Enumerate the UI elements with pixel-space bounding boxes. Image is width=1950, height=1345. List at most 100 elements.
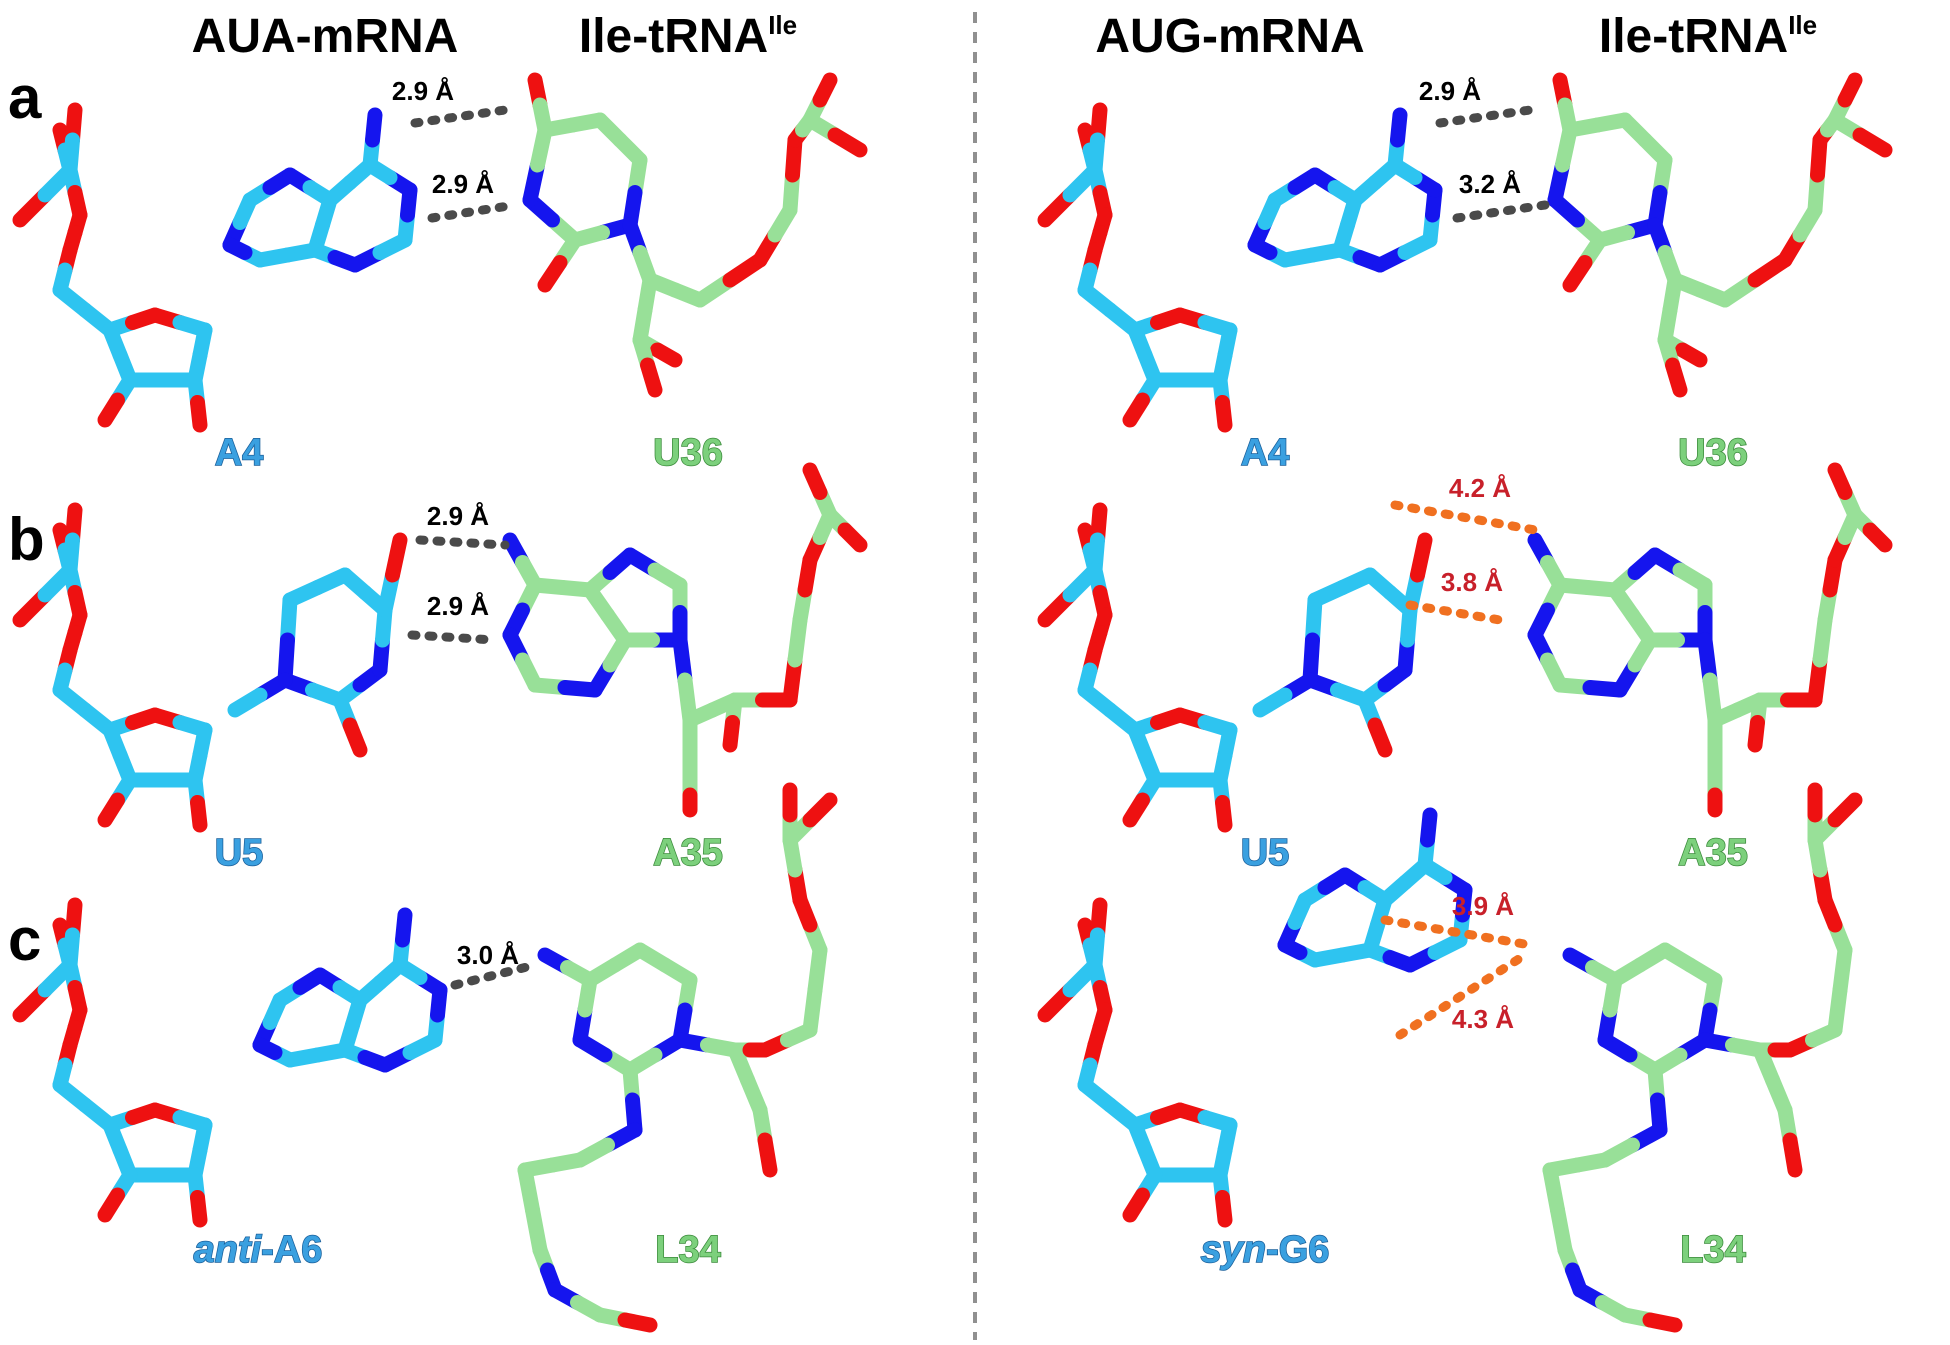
panel-letter-a: a: [8, 64, 42, 131]
bond-segment: [527, 577, 570, 595]
header-right-trna-sup: Ile: [1788, 10, 1817, 40]
residue-c-left-mrna: anti-A6: [194, 1229, 323, 1271]
header-left-trna: Ile-tRNAIle: [579, 10, 797, 63]
bond-segment: [352, 975, 388, 1008]
bond-segment: [1127, 322, 1153, 363]
bond-segment: [1377, 875, 1413, 908]
mrna-u5-backbone: [12, 502, 213, 833]
panel-letter-b: b: [8, 506, 45, 573]
bond-segment: [252, 1037, 283, 1060]
bond-segment: [190, 795, 208, 833]
bond-segment: [1675, 342, 1708, 368]
residue-a-left-trna: U36: [653, 432, 723, 474]
bond-segment: [1127, 722, 1153, 763]
bond-segment: [1215, 395, 1233, 433]
hbond-b-right-1: [1390, 500, 1540, 535]
bond-segment: [385, 532, 408, 583]
mrna-a4-backbone: [1037, 102, 1238, 433]
hbond-b-right-2: [1405, 600, 1505, 625]
panel-letter-c: c: [8, 906, 41, 973]
bond-segment: [837, 522, 868, 553]
bond-segment: [97, 1187, 125, 1223]
bond-segment: [1367, 717, 1393, 758]
bond-segment: [190, 395, 208, 433]
distance-b-right-1: 4.2 Å: [1449, 473, 1511, 503]
residue-c-left-mrna-prefix: anti: [194, 1229, 263, 1271]
mrna-a4-base: [222, 107, 418, 273]
distance-a-right-2: 3.2 Å: [1459, 169, 1521, 199]
bond-segment: [617, 1312, 658, 1333]
trna-a35: [1527, 462, 1893, 818]
residue-a-left-mrna: A4: [215, 432, 264, 474]
residue-c-left-mrna-suffix: -A6: [261, 1229, 322, 1271]
mrna-6-backbone: [1037, 897, 1238, 1228]
hbond-b-left-2: [407, 630, 500, 645]
bond-segment: [1347, 175, 1383, 208]
bond-segment: [1827, 462, 1853, 500]
bond-segment: [1277, 937, 1308, 960]
bond-segment: [802, 462, 828, 500]
bond-segment: [342, 717, 368, 758]
bond-segment: [1562, 255, 1593, 293]
residue-c-right-trna: L34: [1680, 1229, 1745, 1271]
bond-segment: [1555, 122, 1578, 173]
hbond-b-left-1: [415, 535, 510, 550]
header-right-trna-text: Ile-tRNA: [1599, 10, 1788, 63]
bond-segment: [1410, 532, 1433, 583]
trna-u36-bonds: [1547, 72, 1893, 398]
bond-segment: [322, 175, 358, 208]
residue-c-right-mrna-prefix: syn: [1201, 1229, 1266, 1271]
residue-a-right-mrna: A4: [1241, 432, 1290, 474]
bond-segment: [1122, 392, 1150, 428]
bond-segment: [227, 687, 268, 718]
bond-segment: [1122, 792, 1150, 828]
molecule-layer: [12, 72, 1893, 1333]
residue-b-right-trna: A35: [1678, 832, 1748, 874]
bond-segment: [537, 255, 568, 293]
residue-b-right-mrna: U5: [1241, 832, 1290, 874]
bond-segment: [97, 792, 125, 828]
distance-a-right-1: 2.9 Å: [1419, 76, 1481, 106]
residue-a-right-trna: U36: [1678, 432, 1748, 474]
trna-l34: [517, 782, 838, 1333]
hbond-c-right-1: [1380, 915, 1535, 950]
distance-c-right-1: 3.9 Å: [1452, 891, 1514, 921]
distance-b-right-2: 3.8 Å: [1441, 567, 1503, 597]
residue-c-left-trna: L34: [655, 1229, 720, 1271]
bond-segment: [1215, 1190, 1233, 1228]
bond-segment: [1127, 1117, 1153, 1158]
bond-segment: [395, 907, 413, 948]
header-left-trna-sup: Ile: [768, 10, 797, 40]
bond-segment: [102, 322, 128, 363]
residue-b-left-trna: A35: [653, 832, 723, 874]
bond-segment: [1215, 795, 1233, 833]
distance-c-left-1: 3.0 Å: [457, 940, 519, 970]
mrna-6-base: [252, 907, 448, 1073]
bond-segment: [1782, 1132, 1803, 1178]
hbond-a-left-2: [427, 200, 520, 223]
trna-u36-bonds: [522, 72, 868, 398]
hbond-a-left-1: [410, 105, 510, 128]
residue-c-right-mrna: syn-G6: [1201, 1229, 1330, 1271]
bond-segment: [222, 237, 253, 260]
distance-b-left-1: 2.9 Å: [427, 501, 489, 531]
trna-l34: [1542, 782, 1863, 1333]
distance-c-right-2: 4.3 Å: [1452, 1004, 1514, 1034]
bond-segment: [1420, 807, 1438, 848]
mrna-u5-backbone: [1037, 502, 1238, 833]
bond-segment: [802, 792, 838, 828]
header-right-mrna: AUG-mRNA: [1095, 10, 1364, 63]
bond-segment: [1852, 127, 1893, 158]
bond-segment: [190, 1190, 208, 1228]
bond-segment: [1665, 357, 1688, 398]
header-left-trna-text: Ile-tRNA: [579, 10, 768, 63]
bond-segment: [365, 107, 383, 148]
distance-a-left-2: 2.9 Å: [432, 169, 494, 199]
hbond-c-left-1: [450, 960, 540, 990]
bond-segment: [1122, 1187, 1150, 1223]
residue-b-left-mrna: U5: [215, 832, 264, 874]
header-right-trna: Ile-tRNAIle: [1599, 10, 1817, 63]
distance-a-left-1: 2.9 Å: [392, 76, 454, 106]
bond-segment: [1827, 792, 1863, 828]
